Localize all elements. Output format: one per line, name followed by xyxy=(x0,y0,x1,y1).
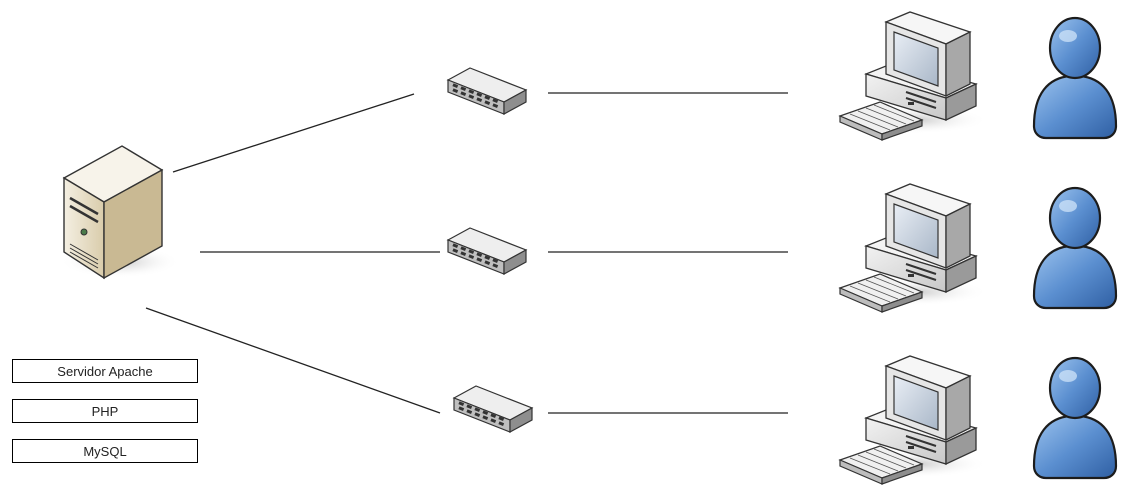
link-server-switch-1 xyxy=(172,93,415,173)
network-switch-icon xyxy=(453,385,533,433)
network-switch-icon xyxy=(447,67,527,115)
link-server-switch-3 xyxy=(145,307,441,414)
stack-label-mysql: MySQL xyxy=(12,439,198,463)
user-icon xyxy=(1032,186,1118,310)
desktop-computer-icon xyxy=(839,355,989,485)
network-switch-icon xyxy=(447,227,527,275)
link-lines xyxy=(145,92,788,414)
server-tower-icon xyxy=(60,145,180,280)
desktop-computer-icon xyxy=(839,11,989,141)
stack-label-apache: Servidor Apache xyxy=(12,359,198,383)
user-icon xyxy=(1032,356,1118,480)
stack-label-php: PHP xyxy=(12,399,198,423)
desktop-computer-icon xyxy=(839,183,989,313)
user-icon xyxy=(1032,16,1118,140)
